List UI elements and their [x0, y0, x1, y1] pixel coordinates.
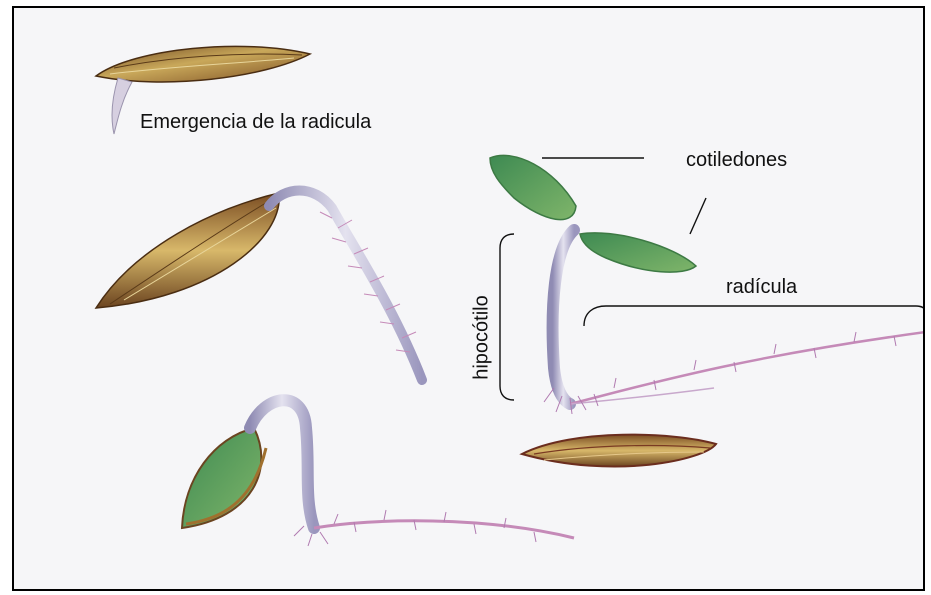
seed-bottom-right — [522, 435, 716, 467]
seed-hooked-seedling — [182, 400, 574, 546]
hypocotyl-bracket — [500, 234, 514, 400]
seed-young-seedling — [96, 191, 422, 381]
cotyledon-leader-right — [690, 198, 706, 234]
label-radicle-emergence: Emergencia de la radicula — [140, 111, 371, 134]
label-cotyledons: cotiledones — [686, 149, 787, 172]
radicle-bracket — [584, 306, 925, 326]
germination-illustration — [14, 8, 925, 591]
seedling-with-cotyledons — [490, 155, 925, 414]
figure-frame: Emergencia de la radicula cotiledones ra… — [12, 6, 925, 591]
label-radicle: radícula — [726, 276, 797, 299]
label-hypocotyl: hipocótilo — [471, 278, 494, 398]
